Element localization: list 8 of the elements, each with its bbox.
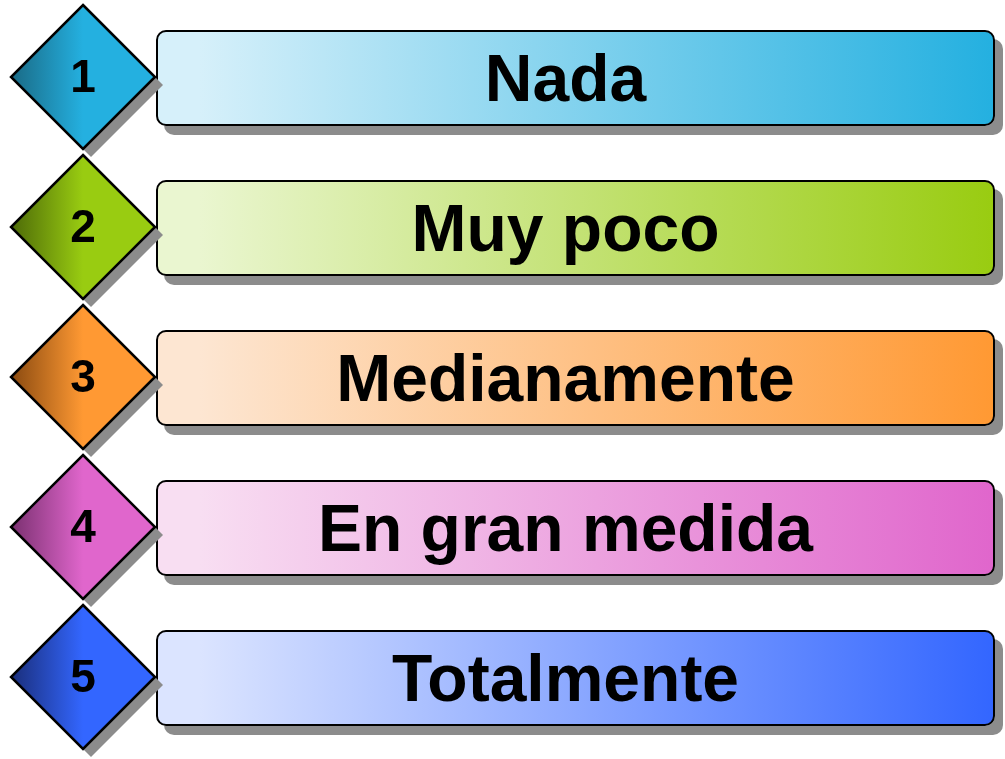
bar-label: Medianamente [336,345,795,411]
bar-label: Nada [484,45,647,111]
step-number: 5 [70,653,96,700]
step-number: 4 [70,503,96,550]
step-number: 3 [70,353,96,400]
step-number: 2 [70,203,96,250]
bar-label: Totalmente [391,645,740,711]
step-number: 1 [70,53,96,100]
